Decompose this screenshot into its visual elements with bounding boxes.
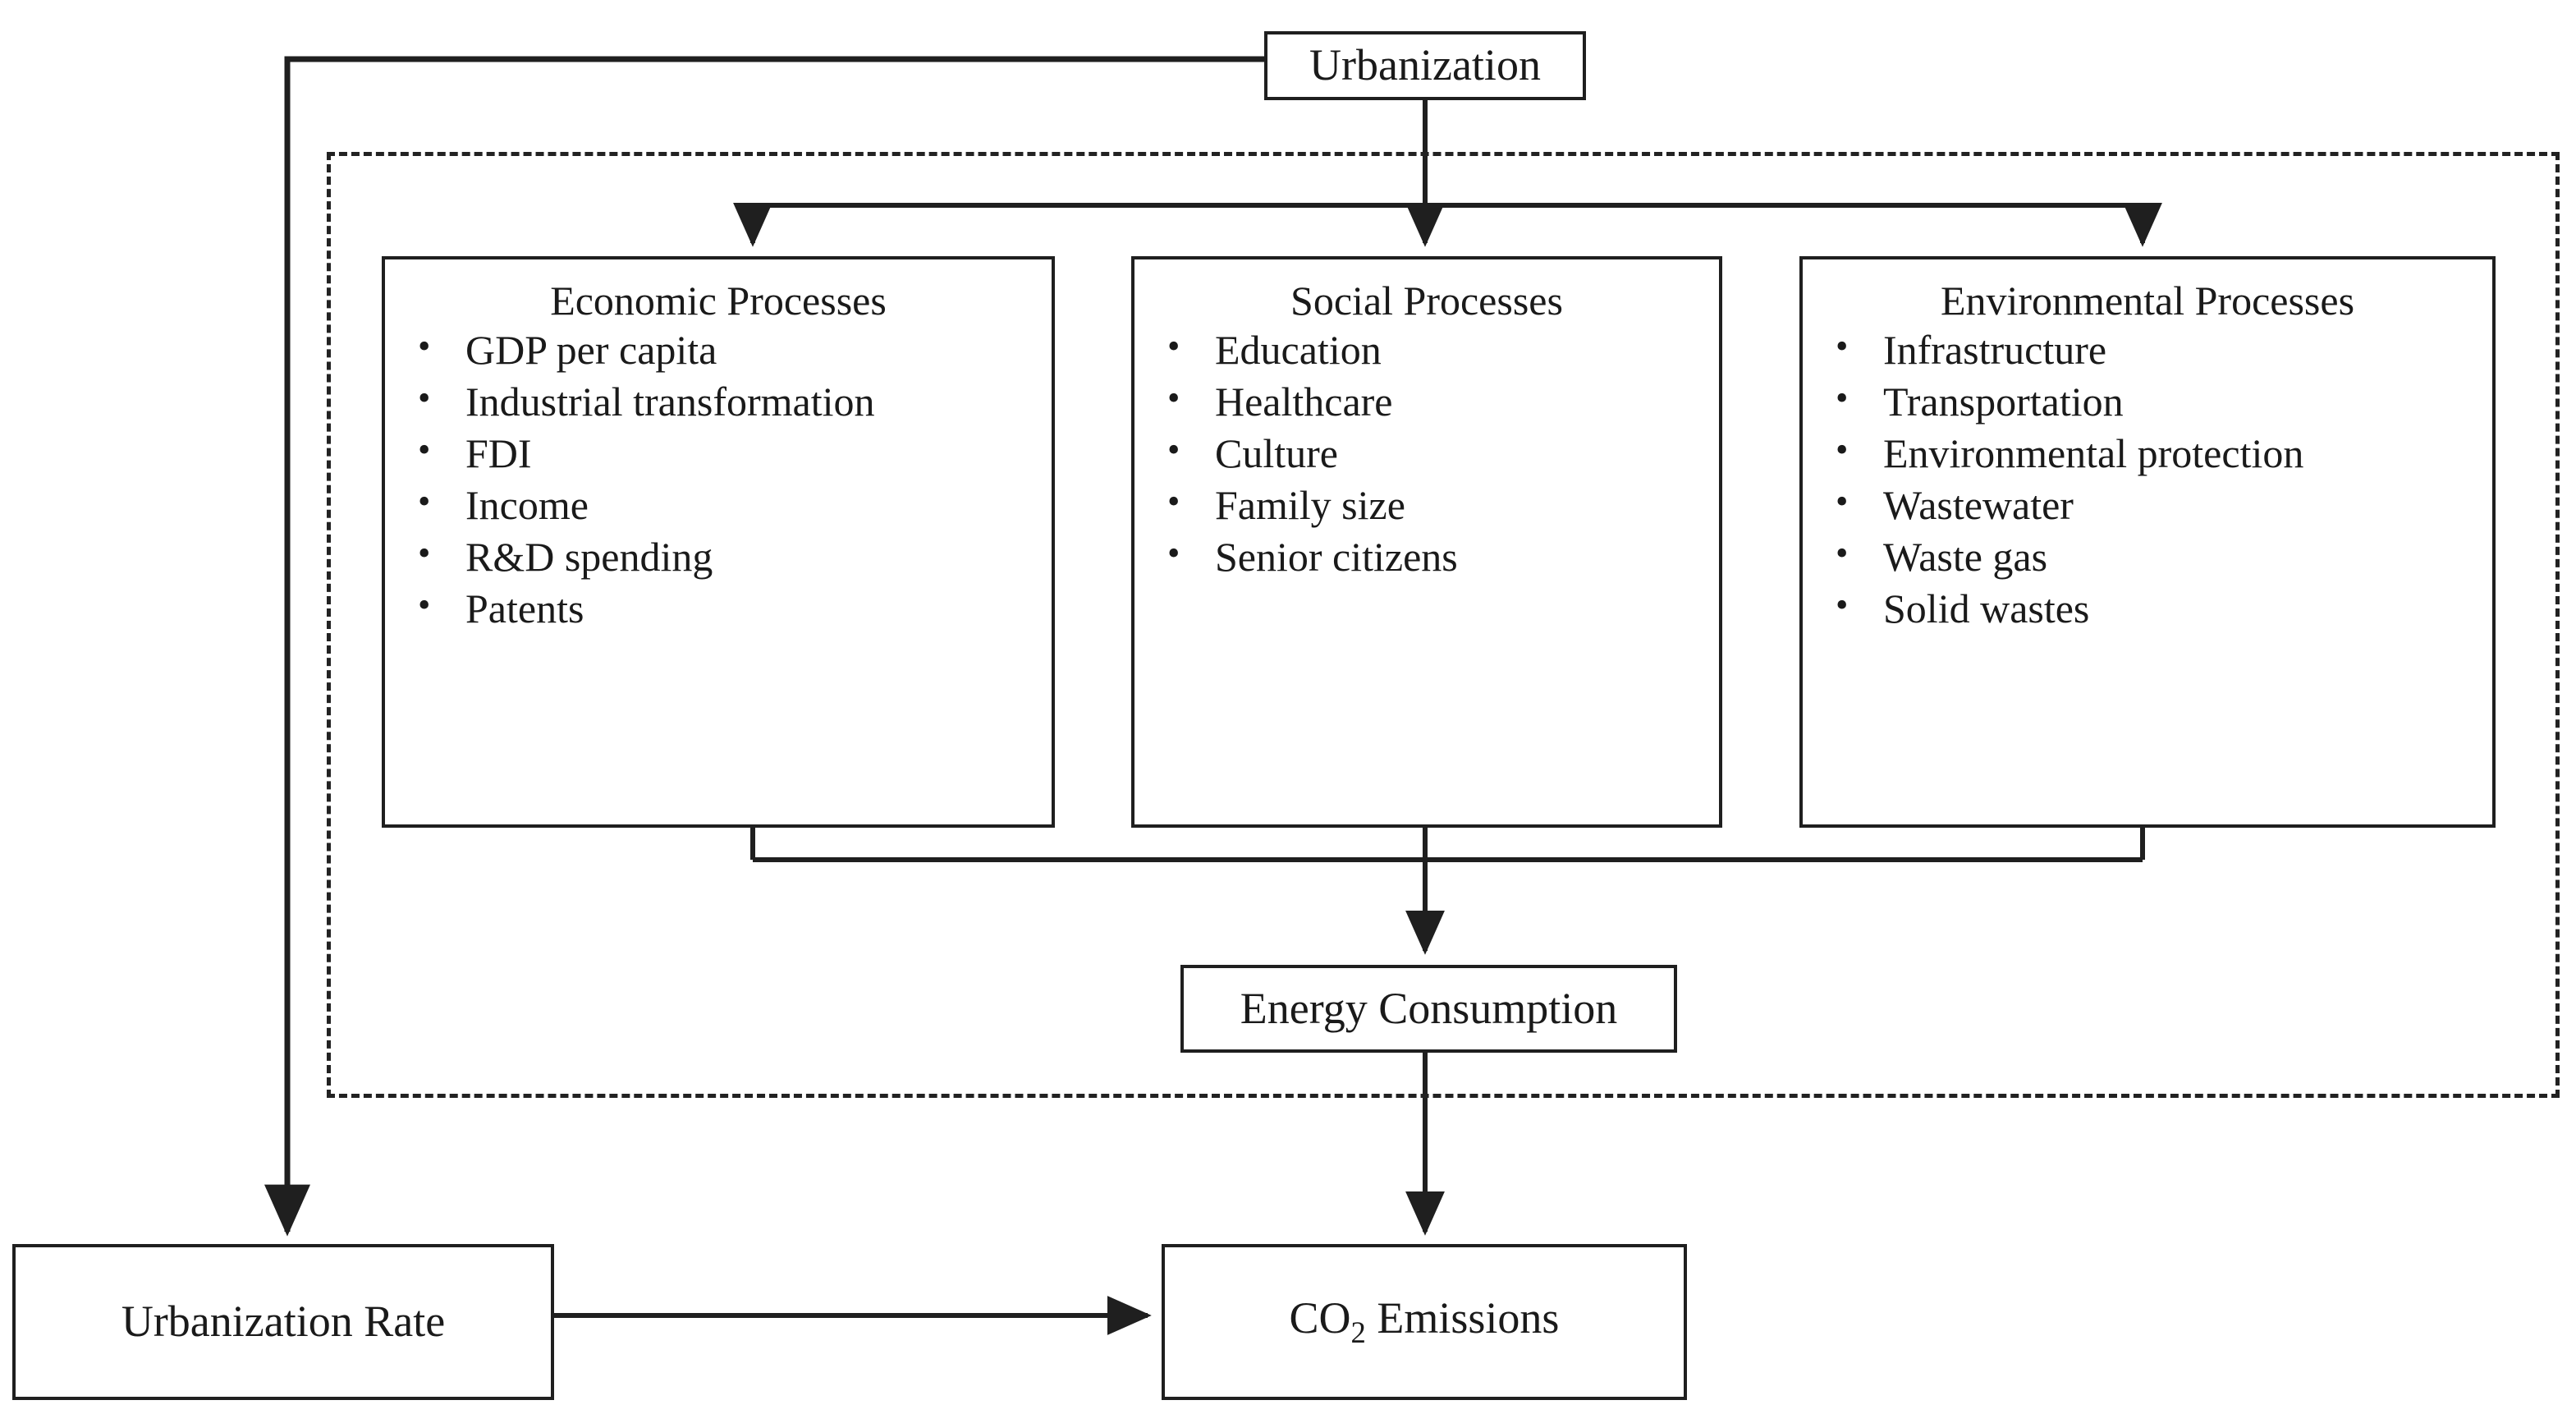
node-urbanization-rate[interactable]: Urbanization Rate — [12, 1244, 554, 1400]
list-item: Solid wastes — [1831, 582, 2481, 634]
co2-subscript: 2 — [1350, 1315, 1366, 1350]
node-co2-emissions[interactable]: CO2 Emissions — [1162, 1244, 1687, 1400]
list-item: GDP per capita — [413, 324, 1040, 375]
co2-prefix: CO — [1289, 1293, 1351, 1343]
node-urbanization[interactable]: Urbanization — [1264, 31, 1586, 100]
list-item: Transportation — [1831, 375, 2481, 427]
node-economic-processes[interactable]: Economic Processes GDP per capita Indust… — [382, 256, 1055, 828]
node-energy-consumption-label: Energy Consumption — [1240, 983, 1618, 1033]
list-item: Waste gas — [1831, 530, 2481, 582]
node-urbanization-label: Urbanization — [1309, 40, 1541, 90]
list-item: Education — [1162, 324, 1707, 375]
economic-processes-heading: Economic Processes — [550, 278, 887, 324]
list-item: Patents — [413, 582, 1040, 634]
list-item: Senior citizens — [1162, 530, 1707, 582]
list-item: Wastewater — [1831, 479, 2481, 530]
node-co2-emissions-label: CO2 Emissions — [1290, 1294, 1560, 1349]
list-item: Infrastructure — [1831, 324, 2481, 375]
list-item: R&D spending — [413, 530, 1040, 582]
list-item: Environmental protection — [1831, 427, 2481, 479]
node-energy-consumption[interactable]: Energy Consumption — [1180, 965, 1677, 1053]
list-item: Income — [413, 479, 1040, 530]
processes-group-boundary — [327, 152, 2560, 1098]
environmental-processes-list: Infrastructure Transportation Environmen… — [1803, 324, 2492, 634]
list-item: FDI — [413, 427, 1040, 479]
economic-processes-list: GDP per capita Industrial transformation… — [385, 324, 1052, 634]
environmental-processes-heading: Environmental Processes — [1940, 278, 2355, 324]
list-item: Industrial transformation — [413, 375, 1040, 427]
social-processes-list: Education Healthcare Culture Family size… — [1134, 324, 1719, 582]
node-social-processes[interactable]: Social Processes Education Healthcare Cu… — [1131, 256, 1722, 828]
node-environmental-processes[interactable]: Environmental Processes Infrastructure T… — [1799, 256, 2496, 828]
node-urbanization-rate-label: Urbanization Rate — [121, 1297, 446, 1347]
social-processes-heading: Social Processes — [1290, 278, 1563, 324]
list-item: Healthcare — [1162, 375, 1707, 427]
list-item: Culture — [1162, 427, 1707, 479]
list-item: Family size — [1162, 479, 1707, 530]
co2-suffix: Emissions — [1365, 1293, 1560, 1343]
